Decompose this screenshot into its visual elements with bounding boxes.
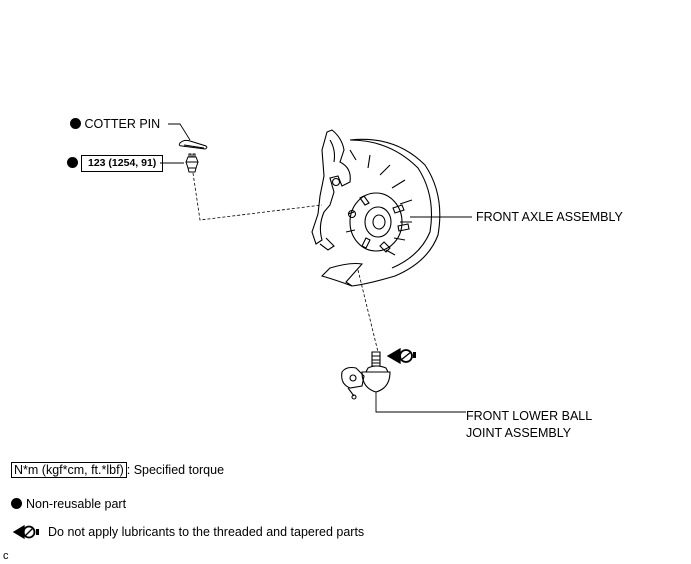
cotter-pin-icon: [178, 139, 208, 150]
assembly-line-ball-joint: [357, 269, 379, 353]
cotter-pin-label: COTTER PIN: [84, 117, 161, 131]
legend-torque-unit: N*m (kgf*cm, ft.*lbf): [11, 462, 127, 478]
non-reusable-icon: [67, 157, 78, 168]
legend-torque-desc: : Specified torque: [126, 463, 225, 477]
legend-non-reusable-text: Non-reusable part: [26, 497, 127, 511]
cotter-pin-leader: [168, 123, 191, 141]
castle-nut-icon: [185, 153, 199, 173]
front-lower-ball-joint-label-2: JOINT ASSEMBLY: [466, 426, 572, 440]
legend-non-reusable: Non-reusable part: [11, 496, 126, 512]
steering-knuckle: [311, 129, 351, 251]
legend-no-lubricant-icon: [12, 524, 39, 540]
hub-bolts: [359, 195, 410, 253]
ball-joint-icon: [341, 351, 391, 400]
front-axle-assembly-label: FRONT AXLE ASSEMBLY: [476, 210, 623, 224]
ball-joint-leader: [375, 392, 466, 413]
legend-non-reusable-icon: [11, 498, 22, 509]
axle-hub: [345, 192, 410, 253]
dust-cover: [320, 138, 441, 287]
legend-no-lubricant-text: Do not apply lubricants to the threaded …: [48, 525, 365, 539]
assembly-line-nut: [192, 172, 323, 221]
legend-no-lubricant: Do not apply lubricants to the threaded …: [48, 524, 364, 540]
cotter-pin-callout: COTTER PIN: [70, 117, 160, 132]
front-lower-ball-joint-label-1: FRONT LOWER BALL: [466, 409, 593, 423]
torque-spec-box: 123 (1254, 91): [81, 155, 164, 172]
no-lubricant-icon: [386, 347, 416, 365]
non-reusable-icon: [70, 118, 81, 129]
legend-torque: N*m (kgf*cm, ft.*lbf): Specified torque: [11, 462, 224, 478]
figure-code: c: [3, 550, 9, 562]
